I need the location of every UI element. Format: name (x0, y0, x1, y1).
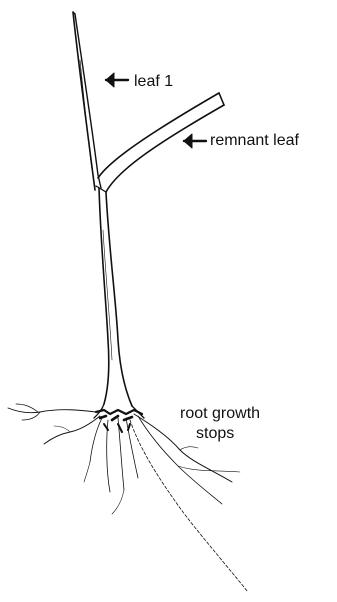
label-root-growth: root growth (180, 405, 260, 422)
stem (99, 188, 132, 406)
label-remnant-leaf: remnant leaf (210, 132, 299, 149)
leaf-1-blade (73, 12, 101, 190)
label-stops: stops (196, 425, 234, 442)
remnant-leaf-blade (96, 93, 224, 192)
arrow-leaf-1 (106, 73, 128, 87)
arrow-remnant-leaf (184, 134, 206, 148)
label-leaf-1: leaf 1 (134, 73, 173, 90)
